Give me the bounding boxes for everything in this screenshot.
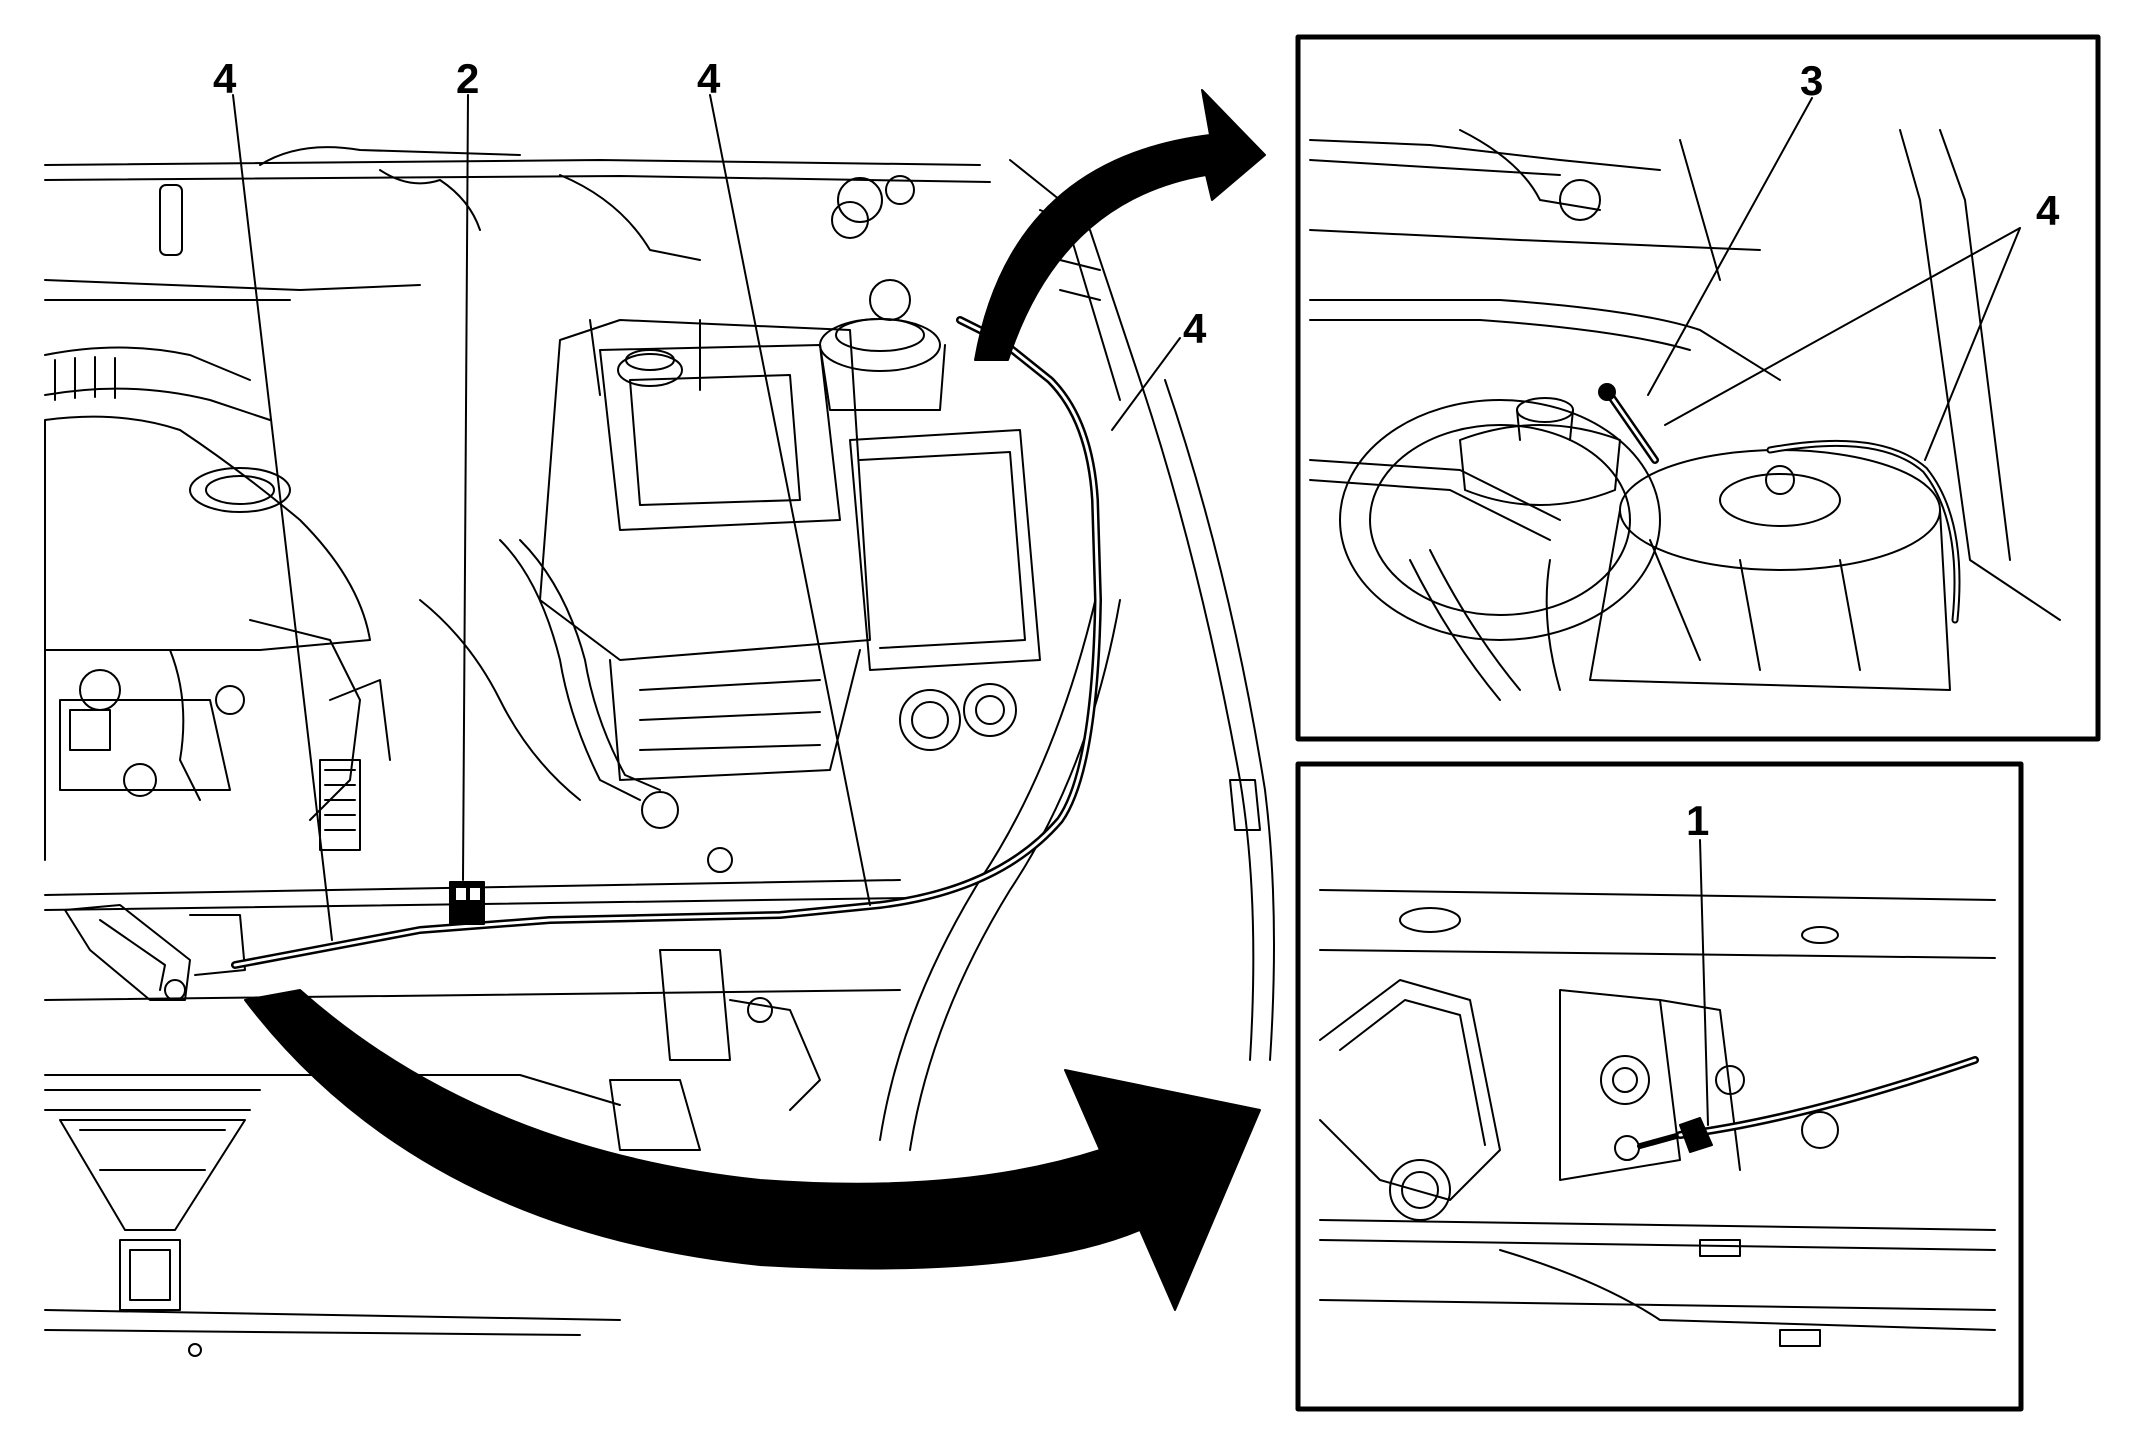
callout-4-center: 4 [697,55,721,102]
main-engine-bay-view [44,94,1275,1357]
callout-4-inset: 4 [2036,187,2060,234]
inset-bottom-right [1295,761,2024,1412]
callout-3-inset: 3 [1800,57,1824,104]
inset-top-right [1295,34,2101,742]
callout-4-left: 4 [213,55,237,102]
callout-1-inset: 1 [1686,797,1710,844]
upper-curved-arrow [974,89,1266,361]
callout-2: 2 [456,55,480,102]
callout-4-right: 4 [1183,305,1207,352]
lower-curved-arrow [244,989,1261,1311]
